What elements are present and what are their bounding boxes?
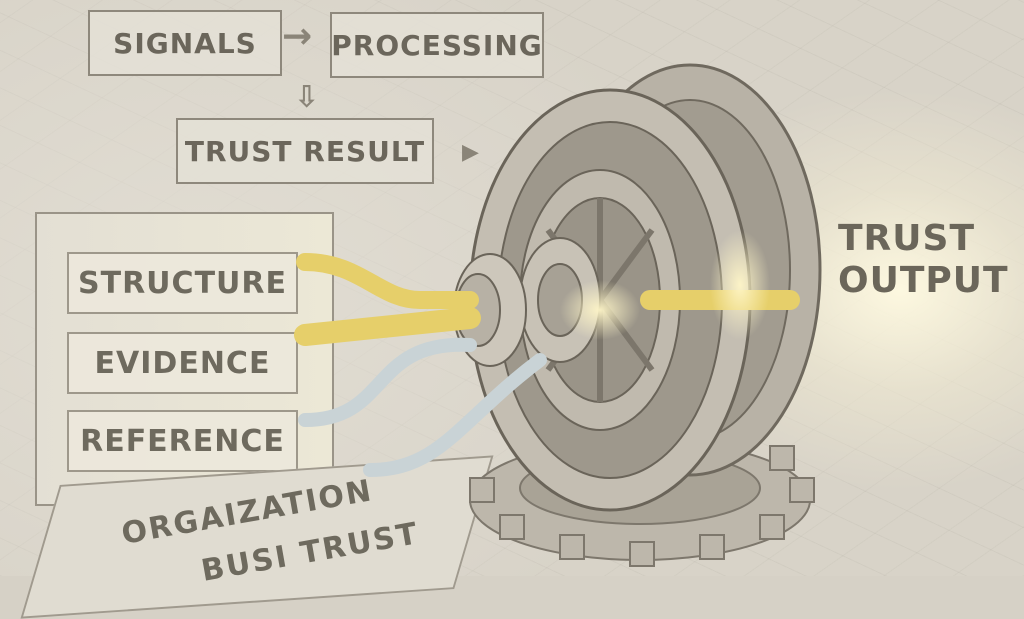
- trust-machine-illustration: [294, 63, 822, 567]
- pointer-triangle-icon: ▶: [462, 140, 479, 165]
- trust-result-box: TRUST RESULT: [176, 118, 434, 184]
- arrow-down-icon: ⇩: [294, 80, 320, 115]
- structure-label: STRUCTURE: [78, 265, 287, 301]
- reference-label: REFERENCE: [80, 423, 285, 459]
- trust-output-line2: OUTPUT: [838, 260, 1009, 301]
- processing-box: PROCESSING: [330, 12, 544, 78]
- evidence-label: EVIDENCE: [94, 345, 271, 381]
- trust-output-label: TRUST OUTPUT: [838, 218, 1009, 302]
- input-slot-evidence: EVIDENCE: [67, 332, 298, 394]
- trust-result-label: TRUST RESULT: [184, 134, 426, 168]
- signals-box: SIGNALS: [88, 10, 282, 76]
- trust-output-line1: TRUST: [838, 218, 975, 259]
- processing-label: PROCESSING: [331, 28, 543, 62]
- input-slot-reference: REFERENCE: [67, 410, 298, 472]
- signals-label: SIGNALS: [113, 26, 257, 60]
- arrow-right-icon: →: [282, 16, 313, 57]
- input-slot-structure: STRUCTURE: [67, 252, 298, 314]
- input-panel: STRUCTURE EVIDENCE REFERENCE: [35, 212, 334, 506]
